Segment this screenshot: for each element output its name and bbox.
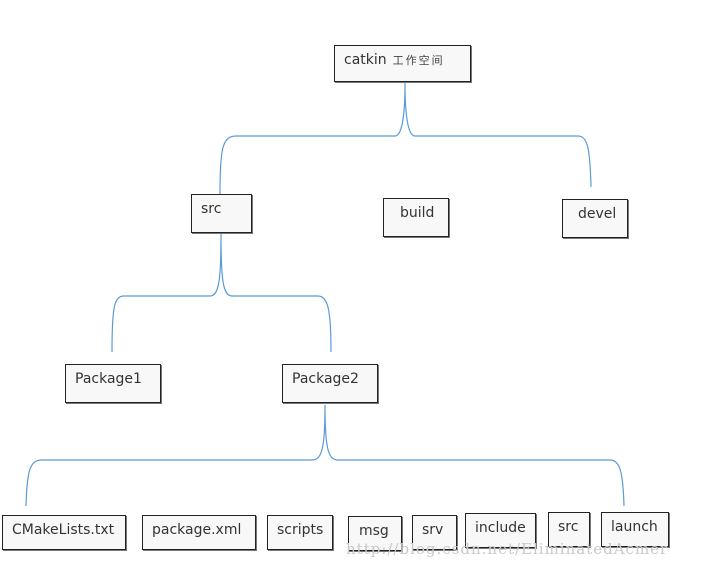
node-include: include: [465, 513, 536, 548]
node-package2-label: Package2: [292, 371, 359, 387]
node-src: src: [191, 194, 252, 233]
node-include-label: include: [475, 520, 526, 536]
node-cmakelists: CMakeLists.txt: [2, 515, 126, 550]
brace-workspace: [219, 82, 592, 195]
node-build-label: build: [400, 205, 435, 221]
node-src-label: src: [201, 201, 222, 217]
watermark-text: http://blog.csdn.net/EliminatedAcmer: [346, 540, 669, 558]
node-cmakelists-label: CMakeLists.txt: [12, 522, 115, 538]
node-package2: Package2: [282, 364, 378, 403]
node-package1-label: Package1: [75, 371, 142, 387]
node-msg-label: msg: [359, 523, 389, 539]
node-srv-label: srv: [422, 522, 444, 538]
node-launch: launch: [601, 512, 669, 547]
node-catkin-label: catkin: [344, 52, 387, 68]
node-package2-src-label: src: [558, 519, 579, 535]
node-scripts-label: scripts: [277, 522, 324, 538]
node-package2-src: src: [548, 512, 590, 547]
node-package1: Package1: [65, 364, 161, 403]
node-devel-label: devel: [578, 206, 617, 222]
brace-src: [111, 233, 332, 353]
node-msg: msg: [348, 516, 402, 551]
node-devel: devel: [562, 199, 628, 238]
brace-package2: [25, 404, 625, 507]
node-package-xml-label: package.xml: [152, 522, 242, 538]
node-build: build: [383, 198, 449, 237]
node-srv: srv: [412, 515, 457, 550]
node-launch-label: launch: [611, 519, 658, 535]
node-catkin-workspace: catkin 工作空间: [334, 45, 471, 82]
node-package-xml: package.xml: [142, 515, 256, 550]
node-catkin-cjk-label: 工作空间: [392, 54, 445, 67]
node-scripts: scripts: [267, 515, 333, 550]
